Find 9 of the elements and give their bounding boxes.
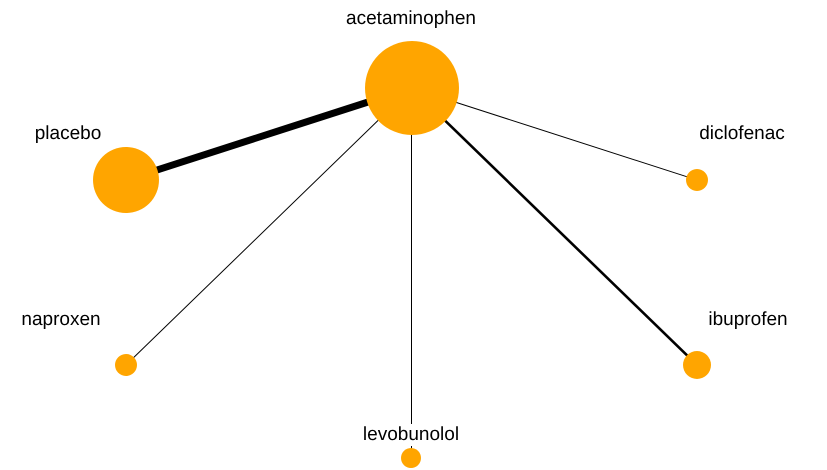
node-label: ibuprofen <box>708 309 788 331</box>
node-label: placebo <box>34 123 102 145</box>
network-edge <box>444 119 689 357</box>
network-edge <box>155 98 369 174</box>
network-edge <box>454 102 688 178</box>
node-label: acetaminophen <box>346 8 476 30</box>
node-label: levobunolol <box>362 424 460 446</box>
network-edge <box>411 134 412 450</box>
network-edge <box>132 120 379 359</box>
